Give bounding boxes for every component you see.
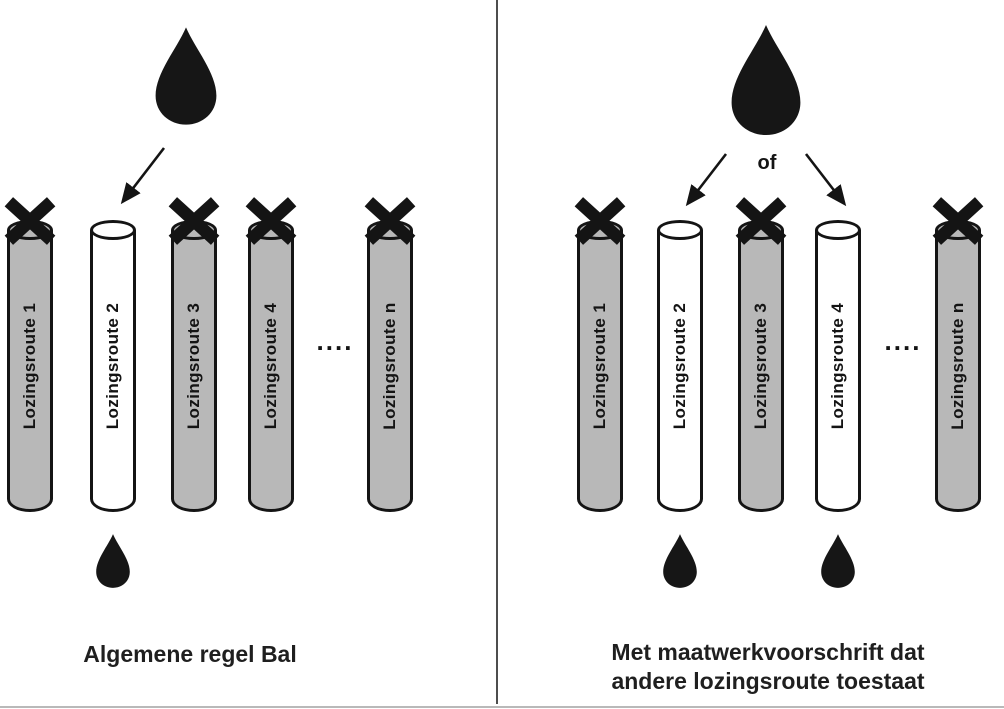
panel-caption: Algemene regel Bal (83, 641, 297, 667)
ellipsis-dots: .... (884, 326, 922, 356)
flow-arrow-icon (804, 153, 847, 207)
inflow-drop-icon (148, 24, 224, 128)
blocked-x-icon (1, 196, 59, 246)
tube-body (935, 230, 981, 512)
ellipsis-dots: .... (316, 326, 354, 356)
bottom-edge-line (0, 706, 1004, 708)
tube-body (738, 230, 784, 512)
tube-lozingsroute-3: Lozingsroute 3 (171, 220, 217, 512)
tube-lozingsroute-n: Lozingsroute n (935, 220, 981, 512)
blocked-x-icon (571, 196, 629, 246)
tube-label: Lozingsroute 1 (590, 302, 609, 430)
caption-line-1: Met maatwerkvoorschrift dat (611, 639, 925, 665)
outflow-drop-icon (817, 530, 859, 592)
tube-label: Lozingsroute 4 (261, 302, 280, 430)
tube-body (815, 230, 861, 512)
tube-label: Lozingsroute 4 (828, 302, 847, 430)
tube-label: Lozingsroute 2 (103, 302, 122, 430)
panel-caption: Met maatwerkvoorschrift dat andere lozin… (590, 638, 946, 696)
tube-cap (815, 220, 861, 240)
tube-body (577, 230, 623, 512)
tube-label: Lozingsroute n (948, 302, 967, 430)
outflow-drop-icon (92, 530, 134, 592)
tube-lozingsroute-2: Lozingsroute 2 (657, 220, 703, 512)
flow-arrow-icon (120, 147, 166, 205)
tube-label: Lozingsroute 3 (184, 302, 203, 430)
blocked-x-icon (165, 196, 223, 246)
tube-body (90, 230, 136, 512)
caption-line-2: andere lozingsroute toestaat (611, 668, 925, 694)
tube-label: Lozingsroute n (380, 302, 399, 430)
tube-lozingsroute-3: Lozingsroute 3 (738, 220, 784, 512)
tube-label: Lozingsroute 2 (670, 302, 689, 430)
tube-lozingsroute-1: Lozingsroute 1 (7, 220, 53, 512)
blocked-x-icon (929, 196, 987, 246)
tube-body (7, 230, 53, 512)
tube-lozingsroute-2: Lozingsroute 2 (90, 220, 136, 512)
tube-cap (657, 220, 703, 240)
tube-label: Lozingsroute 3 (751, 302, 770, 430)
tube-lozingsroute-4: Lozingsroute 4 (248, 220, 294, 512)
tube-cap (90, 220, 136, 240)
tube-label: Lozingsroute 1 (20, 302, 39, 430)
or-label: of (757, 152, 777, 174)
inflow-drop-icon (723, 22, 809, 138)
tube-body (367, 230, 413, 512)
tube-body (657, 230, 703, 512)
blocked-x-icon (361, 196, 419, 246)
tube-lozingsroute-1: Lozingsroute 1 (577, 220, 623, 512)
flow-arrow-icon (685, 153, 728, 207)
outflow-drop-icon (659, 530, 701, 592)
tube-lozingsroute-n: Lozingsroute n (367, 220, 413, 512)
tube-lozingsroute-4: Lozingsroute 4 (815, 220, 861, 512)
panel-divider-line (496, 0, 498, 704)
blocked-x-icon (242, 196, 300, 246)
blocked-x-icon (732, 196, 790, 246)
